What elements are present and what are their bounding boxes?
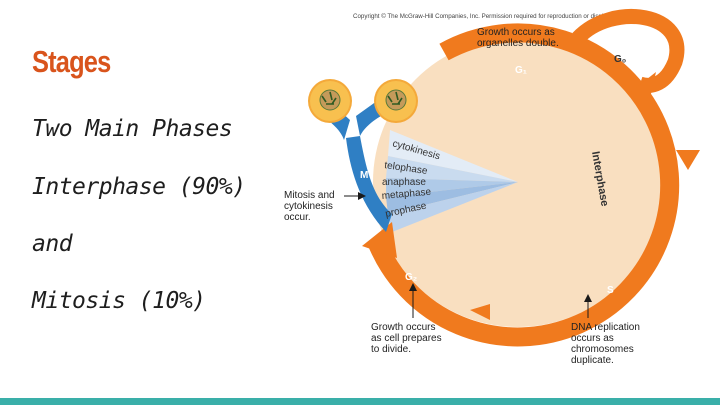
m-label: M [360, 170, 368, 181]
ring-arrow-right [676, 150, 700, 170]
svg-text:Growth occurs as: Growth occurs as [477, 27, 555, 38]
daughter-cell-left [308, 79, 352, 123]
svg-text:occurs as: occurs as [571, 333, 614, 344]
svg-text:organelles double.: organelles double. [477, 38, 559, 49]
mitosis-wedge [386, 130, 518, 232]
stage-anaphase: anaphase [382, 177, 426, 188]
g0-loop [572, 9, 685, 93]
bottom-accent-bar [0, 398, 720, 405]
bullet-mitosis: Mitosis (10%) [32, 288, 206, 314]
stage-metaphase: metaphase [381, 187, 432, 202]
svg-text:chromosomes: chromosomes [571, 344, 634, 355]
g2-caption: Growth occurs as cell prepares to divide… [371, 322, 442, 355]
svg-text:occur.: occur. [284, 212, 311, 223]
svg-text:cytokinesis: cytokinesis [284, 201, 333, 212]
s-caption: DNA replication occurs as chromosomes du… [571, 322, 640, 366]
ring-arrow-bottom [470, 304, 490, 320]
bullet-and: and [32, 231, 73, 257]
svg-text:Mitosis and: Mitosis and [284, 190, 335, 201]
bullet-interphase: Interphase (90%) [32, 174, 246, 200]
svg-text:to divide.: to divide. [371, 344, 411, 355]
g1-caption: Growth occurs as organelles double. [477, 27, 559, 49]
cycle-arrow-ring [367, 23, 680, 347]
mitosis-arrow [346, 136, 392, 232]
copyright-text: Copyright © The McGraw-Hill Companies, I… [353, 13, 611, 20]
cell-cycle-diagram: Copyright © The McGraw-Hill Companies, I… [284, 9, 700, 366]
cycle-arrow-head-g2 [362, 222, 397, 258]
daughter-cell-right [374, 79, 418, 123]
bullet-two-main-phases: Two Main Phases [32, 116, 233, 142]
s-label: S [607, 285, 614, 296]
svg-text:DNA replication: DNA replication [571, 322, 640, 333]
slide-title: Stages [32, 44, 111, 79]
svg-text:as cell prepares: as cell prepares [371, 333, 442, 344]
m-caption: Mitosis and cytokinesis occur. [284, 190, 335, 223]
svg-text:Growth occurs: Growth occurs [371, 322, 435, 333]
svg-text:duplicate.: duplicate. [571, 355, 614, 366]
g2-label: G₂ [405, 272, 417, 283]
g0-loop-head [628, 72, 656, 98]
g0-label: G₀ [614, 54, 626, 65]
g1-label: G₁ [515, 65, 527, 76]
